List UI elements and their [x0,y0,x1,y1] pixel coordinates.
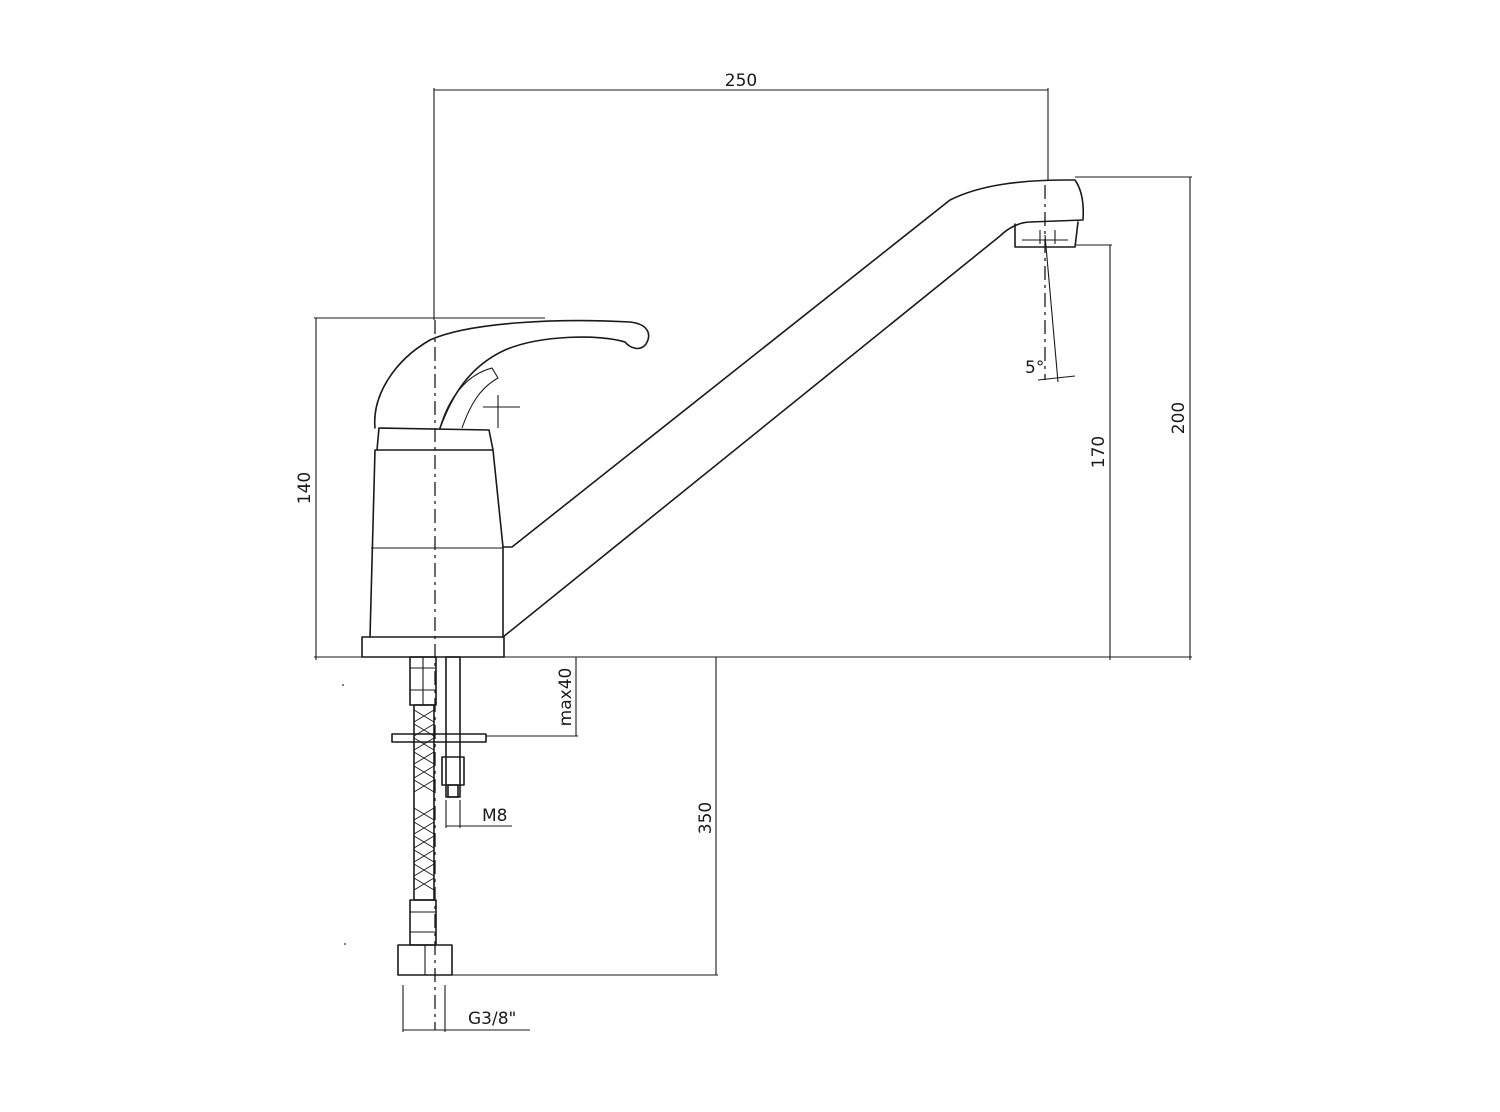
cartridge-collar [376,427,494,451]
aerator [1014,221,1079,248]
angle-line [1044,234,1059,383]
faucet-body [361,427,505,658]
lever-handle [374,319,650,429]
hose-braid [413,709,435,891]
dim-label-angle: 5° [1025,358,1044,378]
dim-label-reach: 250 [725,71,757,91]
dim-label-deck-thickness: max40 [556,668,576,727]
angle-arc [1037,375,1076,381]
threaded-stud [445,656,461,798]
mounting-hardware [391,656,487,976]
mounting-washer [391,733,487,743]
dim-label-spout-height: 170 [1089,436,1109,468]
lever-outline [374,319,650,429]
dim-label-hose-length: 350 [696,802,716,834]
body-cylinder [369,449,504,638]
spout [502,179,1085,638]
lever-inner-edge [439,367,499,429]
dim-label-body-height: 140 [295,472,315,504]
dim-label-total-height: 200 [1169,402,1189,434]
stud-end [447,784,459,798]
spout-outline [502,179,1085,638]
dim-label-stud-thread: M8 [482,806,507,826]
dim-label-hose-thread: G3/8" [468,1009,516,1029]
aerator-ribs [1039,230,1056,244]
hose-bottom-fitting [409,899,437,946]
base-plate [361,636,505,658]
